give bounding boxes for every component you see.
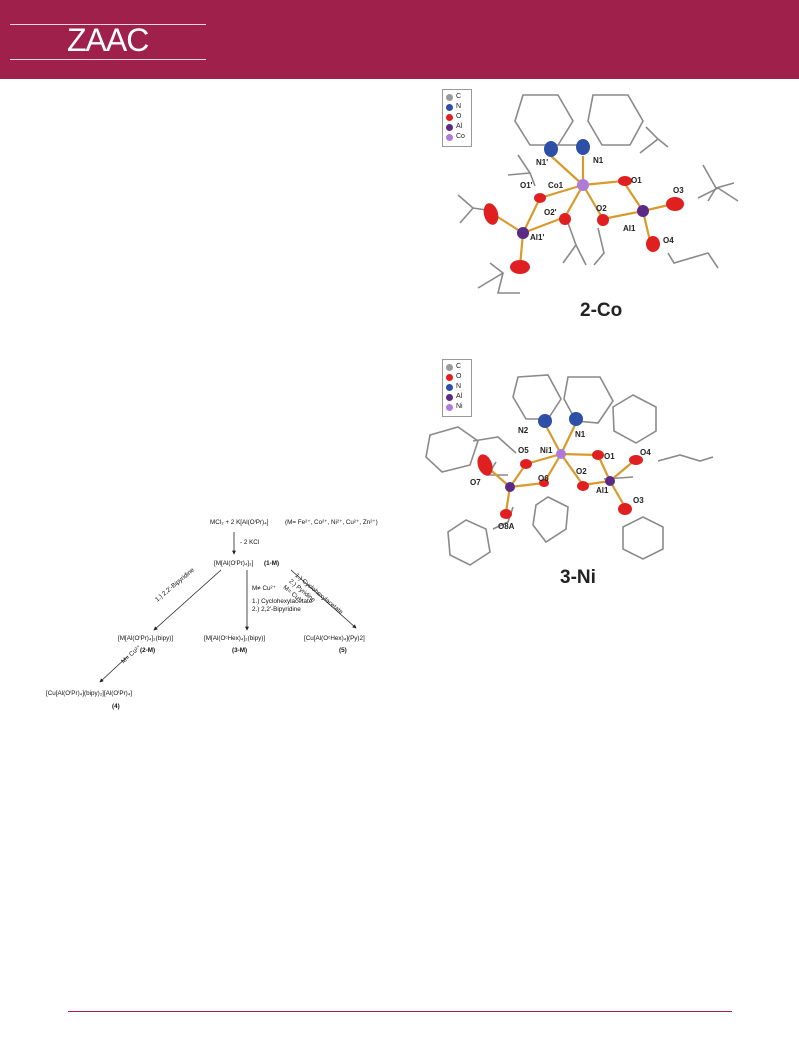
o3-atom xyxy=(666,197,684,211)
atom-label: O3 xyxy=(633,496,644,505)
structure-figure-2co: C N O Al Co xyxy=(418,83,798,333)
ni1-atom xyxy=(556,449,566,459)
atom-label: O4 xyxy=(640,448,651,457)
scheme-arrows xyxy=(99,532,357,683)
atom-label: Al1 xyxy=(623,224,636,233)
journal-header-band: ZAAC xyxy=(0,0,799,79)
atom-label: O1 xyxy=(631,176,642,185)
o1-atom xyxy=(592,450,604,460)
atom-label: O8A xyxy=(498,522,515,531)
n1-atom xyxy=(569,412,583,426)
o8a-atom xyxy=(500,509,512,519)
co1-atom xyxy=(577,179,589,191)
carbon-dot-icon xyxy=(446,94,453,101)
atom-label: O1 xyxy=(604,452,615,461)
atom-label: Co1 xyxy=(548,181,564,190)
o-lower-atom xyxy=(510,260,530,274)
molecule-2co-svg: N1' N1 Co1 O1' O1 O3 O2' O2 Al1' Al1 O4 xyxy=(457,94,739,294)
atom-label: Ni1 xyxy=(540,446,553,455)
o-left-atom xyxy=(483,203,499,225)
oxygen-dot-icon xyxy=(446,114,453,121)
n2-atom xyxy=(538,414,552,428)
atom-label: N1 xyxy=(575,430,586,439)
atom-label: O3 xyxy=(673,186,684,195)
atom-label: O1' xyxy=(520,181,533,190)
carbon-dot-icon xyxy=(446,364,453,371)
scheme-label1: (1-M) xyxy=(264,560,280,567)
scheme-label3: (3-M) xyxy=(232,647,248,654)
figure-caption-2co: 2-Co xyxy=(580,300,623,321)
header-rule-bottom xyxy=(10,59,206,60)
n1prime-atom xyxy=(544,141,558,157)
atom-label: O5 xyxy=(518,446,529,455)
reaction-scheme: MCl₂ + 2 K[Al(OⁱPr)₄] (M= Fe²⁺, Co²⁺, Ni… xyxy=(36,510,416,730)
atom-label: Al1' xyxy=(530,233,544,242)
cobalt-dot-icon xyxy=(446,134,453,141)
journal-logo: ZAAC xyxy=(67,22,149,58)
o4-atom xyxy=(646,236,660,252)
o2prime-atom xyxy=(559,213,571,225)
o1-atom xyxy=(618,176,632,186)
figure-caption-3ni: 3-Ni xyxy=(560,567,596,588)
scheme-reaction: MCl₂ + 2 K[Al(OⁱPr)₄] xyxy=(210,519,269,526)
atom-label: O2 xyxy=(576,467,587,476)
scheme-label5: (5) xyxy=(339,647,347,654)
atom-label: N2 xyxy=(518,426,529,435)
atom-label: N1' xyxy=(536,158,548,167)
al1-atom xyxy=(637,205,649,217)
nitrogen-dot-icon xyxy=(446,104,453,111)
aluminium-dot-icon xyxy=(446,124,453,131)
o7-atom xyxy=(477,454,493,476)
scheme-product3: [M[Al(OᶜHex)₄]₂(bipy)] xyxy=(204,635,266,642)
atom-label: Al1 xyxy=(596,486,609,495)
scheme-step1: - 2 KCl xyxy=(240,539,260,546)
arrow-cu xyxy=(99,655,129,683)
o4-atom xyxy=(629,455,643,465)
structure-figure-3ni: C O N Al Ni xyxy=(418,357,798,597)
scheme-mid-metal: M≠ Cu²⁺ xyxy=(252,585,276,592)
scheme-product2: [M[Al(OⁱPr)₄]₂(bipy)] xyxy=(118,635,174,642)
scheme-product4: [Cu[Al(OⁱPr)₄](bipy)₂][Al(OⁱPr)₄] xyxy=(46,690,133,697)
scheme-label2: (2-M) xyxy=(140,647,156,654)
atom-label: O7 xyxy=(470,478,481,487)
footer-rule xyxy=(68,1011,732,1012)
nitrogen-dot-icon xyxy=(446,384,453,391)
scheme-mid-step2: 2.) 2,2'-Bipyridine xyxy=(252,606,301,613)
atom-label: O2' xyxy=(544,208,557,217)
al-left-atom xyxy=(505,482,515,492)
n1-atom xyxy=(576,139,590,155)
scheme-metals: (M= Fe²⁺, Co²⁺, Ni²⁺, Cu²⁺, Zn²⁺) xyxy=(285,519,378,526)
scheme-label4: (4) xyxy=(112,703,120,710)
header-rule-top xyxy=(10,24,206,25)
atom-legend: C N O Al Co xyxy=(442,89,472,147)
o2-atom xyxy=(577,481,589,491)
nickel-dot-icon xyxy=(446,404,453,411)
o1prime-atom xyxy=(534,193,546,203)
atom-label: O4 xyxy=(663,236,674,245)
al1prime-atom xyxy=(517,227,529,239)
scheme-product5: [Cu[Al(OᶜHex)₄](Py)2] xyxy=(304,635,365,642)
arrow-right xyxy=(290,569,357,629)
molecule-3ni-svg: N2 N1 Ni1 O1 O5 O4 O7 O6 O2 Al1 O3 O8A xyxy=(425,374,714,566)
o2-atom xyxy=(597,214,609,226)
oxygen-dot-icon xyxy=(446,374,453,381)
o5-atom xyxy=(520,459,532,469)
scheme-product1: [M[Al(OⁱPr)₄]₂] xyxy=(214,560,254,567)
aluminium-dot-icon xyxy=(446,394,453,401)
atom-legend: C O N Al Ni xyxy=(442,359,472,417)
atom-label: O2 xyxy=(596,204,607,213)
o6-atom xyxy=(539,479,549,487)
al1-atom xyxy=(605,476,615,486)
atom-label: O6 xyxy=(538,474,549,483)
o3-atom xyxy=(618,503,632,515)
arrow-left xyxy=(153,569,222,631)
atom-label: N1 xyxy=(593,156,604,165)
scheme-mid-step1: 1.) Cyclohexylacetate xyxy=(252,598,313,605)
